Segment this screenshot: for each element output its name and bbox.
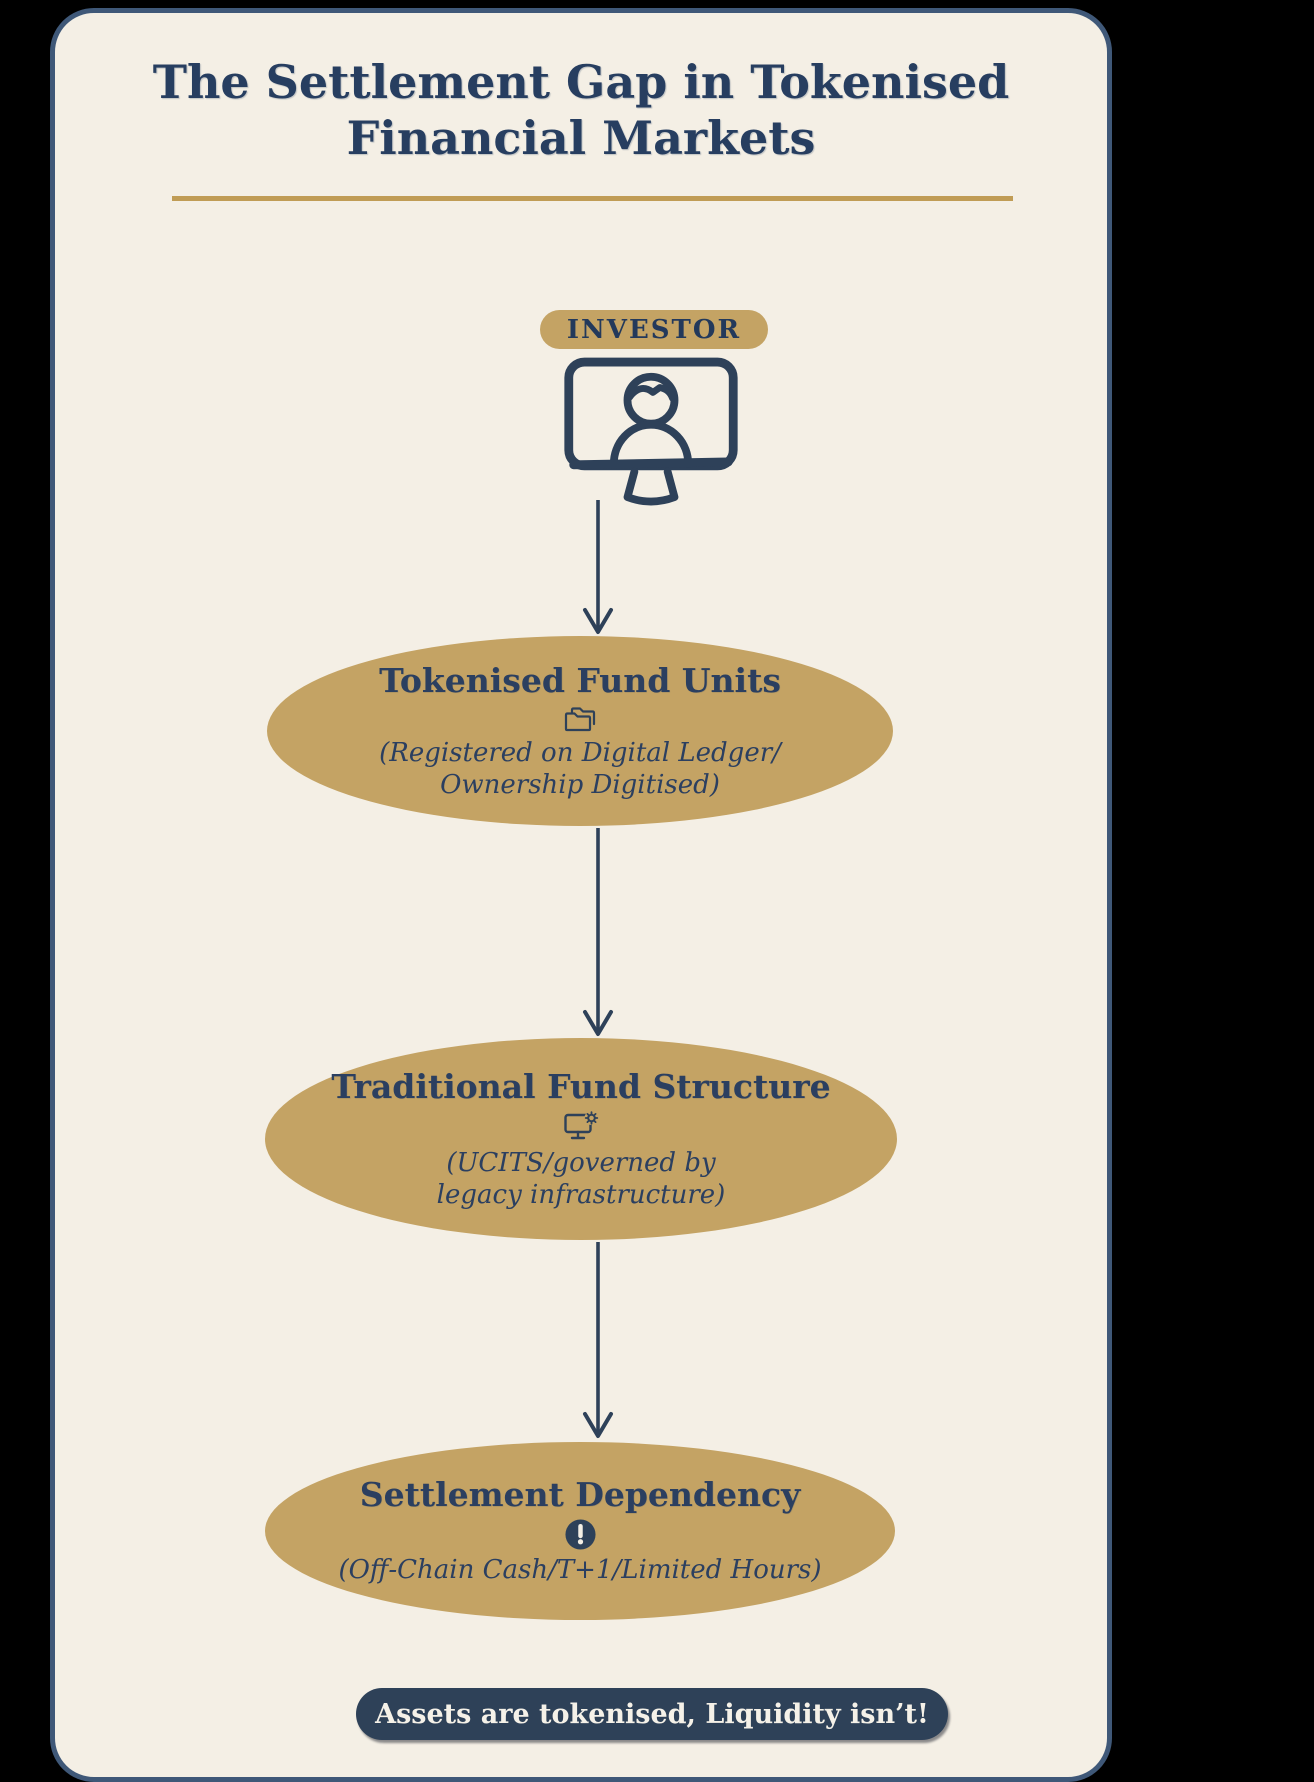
node-subtitle: (Off-Chain Cash/T+1/Limited Hours)	[338, 1555, 822, 1586]
node-ellipse-tokenised-fund-units: Tokenised Fund Units (Registered on Digi…	[267, 636, 893, 826]
node-subtitle: (Registered on Digital Ledger/ Ownership…	[379, 737, 781, 800]
node-title: Tokenised Fund Units	[379, 660, 781, 700]
investor-badge: INVESTOR	[540, 310, 768, 349]
folder-icon	[562, 704, 598, 734]
footer-label: Assets are tokenised, Liquidity isn’t!	[375, 1698, 929, 1730]
node-title: Traditional Fund Structure	[331, 1066, 831, 1106]
monitor-gear-icon	[561, 1110, 601, 1144]
page-title: The Settlement Gap in Tokenised Financia…	[50, 54, 1112, 166]
node-title: Settlement Dependency	[359, 1475, 801, 1515]
node-ellipse-settlement-dependency: Settlement Dependency (Off-Chain Cash/T+…	[265, 1442, 895, 1620]
page-title-line2: Financial Markets	[346, 111, 816, 166]
alert-icon	[564, 1518, 597, 1551]
page-title-line1: The Settlement Gap in Tokenised	[152, 55, 1010, 109]
investor-badge-label: INVESTOR	[566, 314, 742, 345]
footer-pill: Assets are tokenised, Liquidity isn’t!	[356, 1688, 948, 1740]
flow-arrow-1	[578, 500, 618, 636]
flow-arrow-2	[578, 828, 618, 1038]
title-divider	[172, 196, 1013, 201]
node-ellipse-traditional-fund-structure: Traditional Fund Structure	[265, 1038, 897, 1240]
node-subtitle: (UCITS/governed by legacy infrastructure…	[436, 1147, 726, 1210]
flow-arrow-3	[578, 1242, 618, 1440]
monitor-person-icon	[558, 352, 744, 516]
